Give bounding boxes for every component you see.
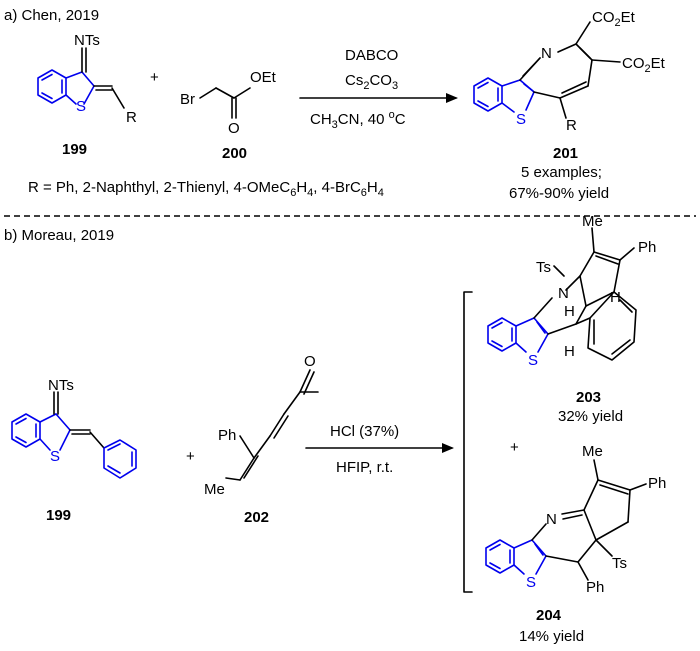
product-204-phenyl-upper: Ph [648,475,666,492]
product-201-sulfur: S [516,111,526,128]
product-204-methyl: Me [582,443,603,460]
reactant-199-sulfur-b: S [50,448,60,465]
product-204-yield: 14% yield [519,628,584,645]
product-201-examples: 5 examples; [521,164,602,181]
reactant-200-oet: OEt [250,69,277,86]
product-203-label: 203 [576,389,601,406]
product-203-nitrogen: N [558,285,569,302]
product-201-ester-2: CO2Et [622,55,666,75]
product-203-h3: H [564,343,575,360]
reactant-199-structure-a [37,47,125,109]
reactant-202-label: 202 [244,509,269,526]
product-bracket [463,291,473,593]
product-203-sulfur: S [528,352,538,369]
reaction-arrow-a-head [446,93,458,103]
reactant-202-structure [225,369,319,481]
product-201-yield: 67%-90% yield [509,185,609,202]
product-204-label: 204 [536,607,562,624]
product-201-structure [473,21,621,119]
condition-additive-a: Cs2CO3 [345,72,398,92]
product-201-label: 201 [553,145,578,162]
product-201-ester-1: CO2Et [592,9,636,29]
product-204-structure [485,459,647,581]
product-203-h2: H [610,289,621,306]
product-204-ts: Ts [612,555,627,572]
product-201-r-group: R [566,117,577,134]
reactant-202-phenyl: Ph [218,427,236,444]
reactant-200-br: Br [180,91,195,108]
reactant-199-structure-b [11,391,137,479]
product-203-structure [487,227,637,361]
product-204-phenyl-lower: Ph [586,579,604,596]
condition-solvent-b: HFIP, r.t. [336,459,393,476]
product-203-phenyl: Ph [638,239,656,256]
reactant-200-label: 200 [222,145,247,162]
reactant-199-nts-label-a: NTs [74,32,100,49]
product-203-methyl: Me [582,213,603,230]
product-201-nitrogen: N [541,45,552,62]
reactant-199-label-a: 199 [62,141,87,158]
reactant-200-carbonyl-o: O [228,120,240,137]
r-group-definitions: R = Ph, 2-Naphthyl, 2-Thienyl, 4-OMeC6H4… [28,179,384,199]
plus-sign-a: + [150,69,159,86]
condition-solvent-a: CH3CN, 40 oC [310,109,406,131]
reactant-200-structure [199,87,251,119]
condition-reagent-b: HCl (37%) [330,423,399,440]
condition-base-a: DABCO [345,47,398,64]
section-a-header: a) Chen, 2019 [4,7,99,24]
product-203-h1: H [564,303,575,320]
product-203-ts: Ts [536,259,551,276]
reactant-202-aldehyde-o: O [304,353,316,370]
reactant-199-nts-label-b: NTs [48,377,74,394]
section-b-header: b) Moreau, 2019 [4,227,114,244]
reactant-202-methyl: Me [204,481,225,498]
plus-sign-b: + [186,448,195,465]
product-204-sulfur: S [526,574,536,591]
product-203-yield: 32% yield [558,408,623,425]
reactant-199-r-group-a: R [126,109,137,126]
reactant-199-label-b: 199 [46,507,71,524]
product-204-nitrogen: N [546,511,557,528]
reaction-arrow-b-head [442,443,454,453]
reactant-199-sulfur-a: S [76,98,86,115]
plus-between-products: + [510,439,519,456]
